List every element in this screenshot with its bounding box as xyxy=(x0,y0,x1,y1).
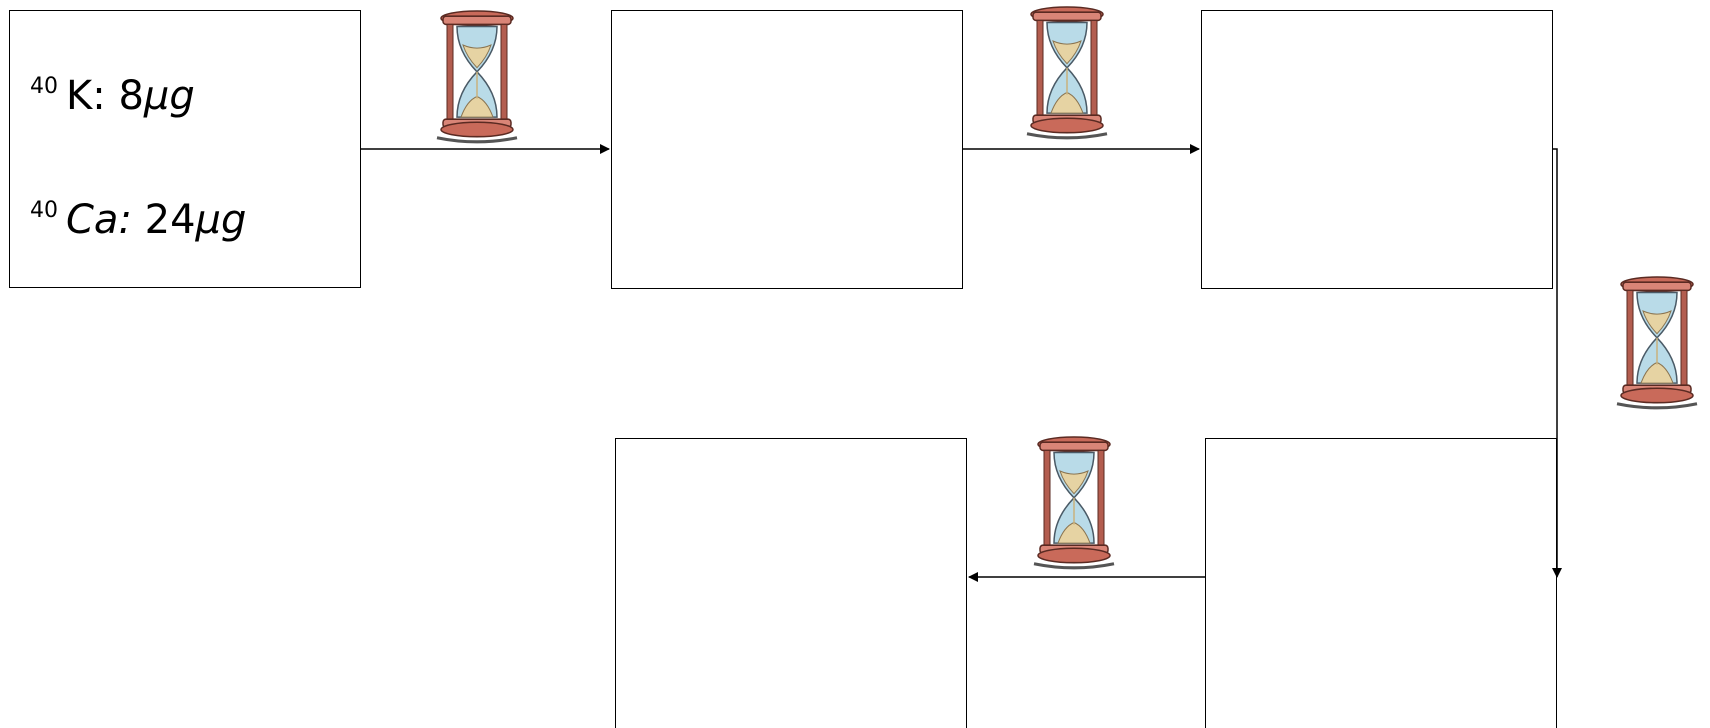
stage-box-2 xyxy=(611,10,963,289)
ca-unit: μg xyxy=(196,197,247,243)
ca-mass-number: 40 xyxy=(30,198,58,223)
k-unit: μg xyxy=(144,73,195,119)
calcium-amount: 40 Ca: 24μg xyxy=(30,197,246,243)
hourglass-icon xyxy=(1034,437,1114,568)
hourglass-icon xyxy=(1617,277,1697,408)
stage-box-4 xyxy=(1205,438,1557,728)
stage-box-5 xyxy=(615,438,967,728)
ca-value: 24 xyxy=(145,197,196,243)
hourglass-icon xyxy=(1027,7,1107,138)
hourglass-icon xyxy=(437,11,517,142)
k-symbol: K: xyxy=(66,73,106,119)
ca-symbol: Ca: xyxy=(66,197,132,243)
k-mass-number: 40 xyxy=(30,74,58,99)
k-value: 8 xyxy=(118,73,143,119)
potassium-amount: 40 K: 8μg xyxy=(30,73,195,119)
stage-box-3 xyxy=(1201,10,1553,289)
